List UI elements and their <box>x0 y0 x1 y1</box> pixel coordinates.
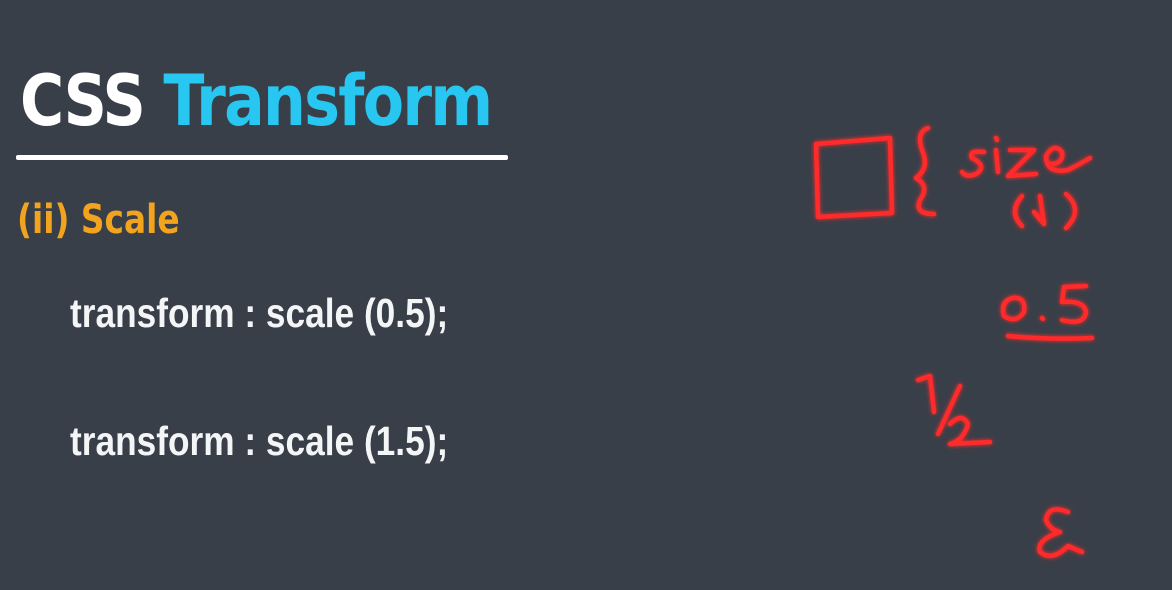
slide-title: CSS Transform <box>20 66 493 136</box>
title-underline <box>16 155 508 160</box>
ink-word-size <box>959 135 1093 179</box>
ink-fraction <box>915 373 993 447</box>
ink-brace <box>913 125 937 217</box>
code-line-scale-half: transform : scale (0.5); <box>70 290 449 336</box>
title-word-transform: Transform <box>163 60 493 142</box>
ink-value-half <box>1000 283 1095 341</box>
ink-ampersand <box>1037 507 1085 559</box>
ink-paren-one <box>1012 191 1078 231</box>
section-subtitle: (ii) Scale <box>17 197 180 243</box>
code-line-scale-one-and-half: transform : scale (1.5); <box>70 418 449 464</box>
ink-square <box>813 135 895 220</box>
title-word-css: CSS <box>20 60 146 142</box>
